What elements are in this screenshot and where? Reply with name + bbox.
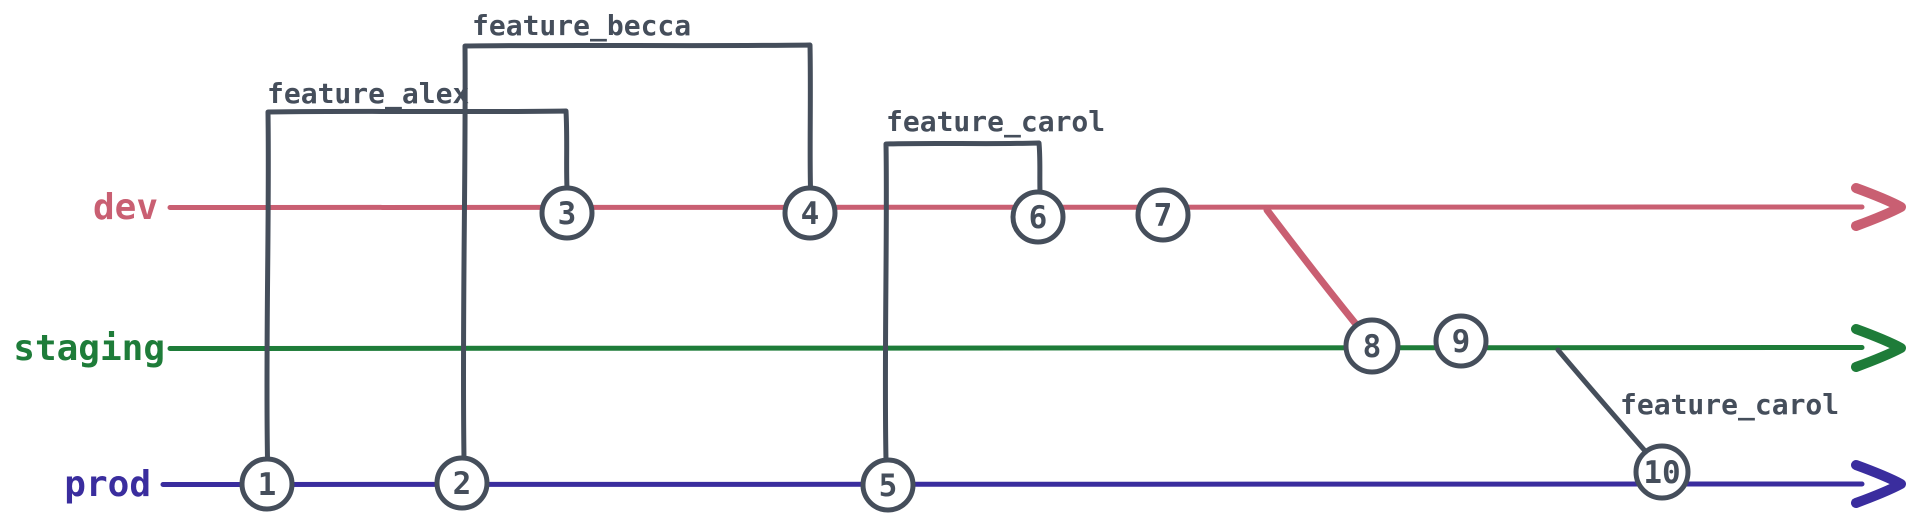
prod-arrowhead-icon [1851, 460, 1906, 508]
commit-number-10: 10 [1643, 455, 1680, 491]
dev-branch-lane [167, 183, 1906, 231]
commit-number-6: 6 [1029, 200, 1048, 236]
commit-number-2: 2 [453, 466, 472, 502]
commit-number-5: 5 [879, 468, 898, 504]
staging-branch-lane [167, 324, 1906, 372]
commit-node-2 [434, 455, 490, 511]
prod-branch-line [160, 481, 1865, 488]
commit-node-5 [860, 457, 916, 513]
dev-branch-label: dev [93, 187, 158, 228]
commit-number-1: 1 [258, 467, 277, 503]
feature-carol-wire [882, 140, 1043, 463]
commit-node-3 [539, 185, 595, 241]
commit-number-8: 8 [1363, 329, 1382, 365]
prod-branch-label: prod [64, 464, 151, 505]
commit-numbers: 1 2 3 4 5 6 7 8 9 10 [258, 196, 1681, 504]
feature-carol-label: feature_carol [886, 105, 1105, 138]
commit-number-4: 4 [801, 196, 820, 232]
merge-edge-dev-to-8 [1263, 206, 1359, 327]
commit-node-7 [1135, 187, 1191, 243]
branch-labels: dev staging prod [13, 187, 165, 505]
commit-node-6 [1010, 189, 1066, 245]
staging-branch-line [167, 344, 1865, 351]
dev-arrowhead-icon [1851, 183, 1906, 231]
commit-node-1 [239, 456, 295, 512]
commit-nodes [239, 185, 1691, 513]
commit-node-4 [782, 185, 838, 241]
commit-number-7: 7 [1154, 198, 1173, 234]
dev-branch-line [167, 204, 1865, 211]
feature-labels: feature_alex feature_becca feature_carol… [267, 9, 1839, 421]
feature-alex-wire [264, 108, 570, 462]
commit-node-9 [1433, 313, 1489, 369]
feature-wires [264, 42, 1649, 463]
feature-alex-label: feature_alex [267, 77, 469, 110]
feature-carol-2-wire [1555, 347, 1649, 455]
staging-arrowhead-icon [1851, 324, 1906, 372]
commit-node-10 [1633, 443, 1691, 501]
feature-carol-2-label: feature_carol [1620, 388, 1839, 421]
commit-number-3: 3 [558, 196, 577, 232]
commit-number-9: 9 [1452, 324, 1471, 360]
staging-branch-label: staging [13, 328, 165, 369]
feature-becca-wire [460, 42, 813, 461]
commit-node-8 [1343, 317, 1401, 375]
feature-becca-label: feature_becca [472, 9, 691, 42]
